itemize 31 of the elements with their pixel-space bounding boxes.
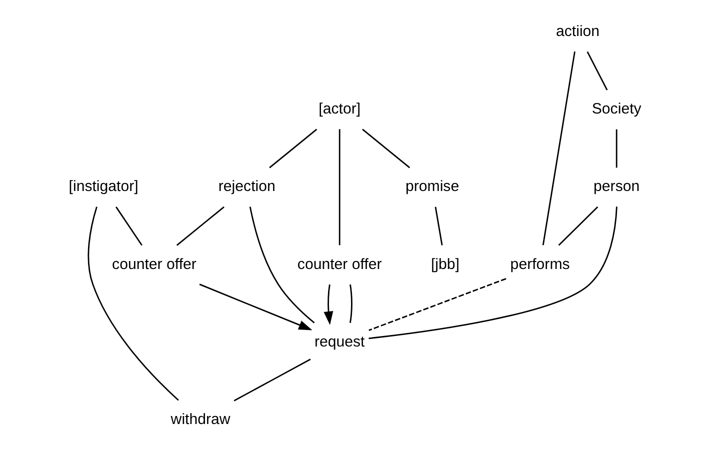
- node-text: promise: [404, 178, 459, 196]
- node-text: request: [314, 333, 364, 350]
- connector: [349, 284, 352, 323]
- arrow: [323, 284, 333, 325]
- node-text: actiion: [555, 22, 600, 40]
- connector: [542, 51, 575, 246]
- node-text: rejection: [218, 178, 275, 196]
- connector: [558, 206, 598, 246]
- node-text: person: [593, 178, 640, 196]
- connector: [368, 206, 617, 340]
- connector: [176, 206, 224, 246]
- node-text: [instigator]: [68, 178, 138, 196]
- connector: [586, 51, 608, 90]
- connector: [115, 206, 142, 246]
- connector: [362, 128, 410, 168]
- node-text: performs: [510, 256, 570, 273]
- node-text: Society: [591, 100, 641, 118]
- node-text: [jbb]: [430, 256, 459, 273]
- node-text: counter offer: [296, 256, 382, 273]
- node-text: withdraw: [170, 410, 230, 428]
- connector: [268, 128, 317, 168]
- connector: [434, 206, 442, 246]
- node-text: counter offer: [112, 256, 196, 273]
- connector: [87, 206, 178, 401]
- connector: [368, 278, 506, 331]
- node-text: [actor]: [318, 100, 360, 118]
- connector: [338, 129, 340, 246]
- arrow: [198, 284, 312, 330]
- connector: [248, 206, 314, 324]
- connector: [615, 129, 617, 168]
- connector: [233, 358, 310, 402]
